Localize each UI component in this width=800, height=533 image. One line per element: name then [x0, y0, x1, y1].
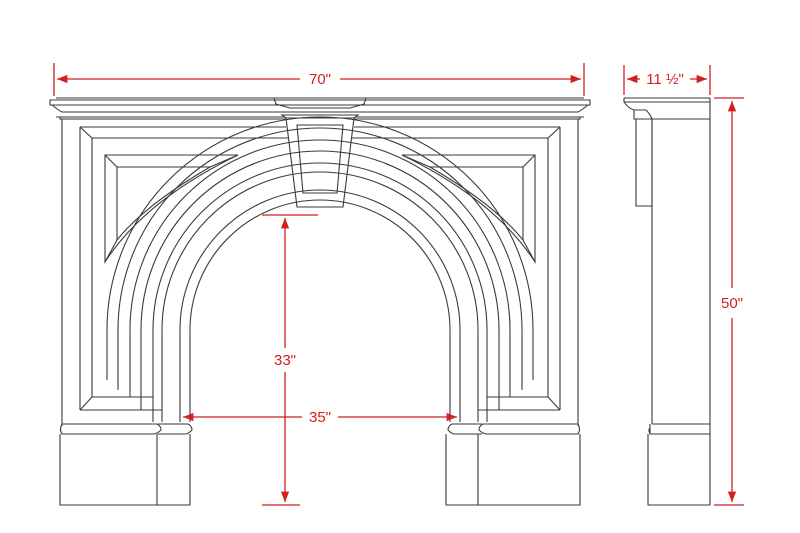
dim-side-depth: 11 ½"	[623, 65, 711, 95]
right-plinth	[445, 423, 581, 506]
dim-opening-width: 35"	[183, 409, 457, 426]
arch-mouldings	[106, 116, 534, 422]
keystone	[273, 97, 367, 208]
overall-width-label: 70"	[309, 71, 331, 88]
overall-height-label: 50"	[721, 295, 743, 312]
left-plinth	[59, 423, 193, 506]
dim-overall-width: 70"	[53, 63, 585, 96]
side-elevation	[623, 97, 711, 506]
frieze-frame	[61, 119, 579, 426]
left-spandrel	[104, 154, 239, 264]
opening-width-label: 35"	[309, 409, 331, 426]
right-spandrel	[401, 154, 536, 264]
opening-height-label: 33"	[274, 352, 296, 369]
front-elevation	[49, 97, 591, 506]
dim-overall-height: 50"	[714, 97, 744, 506]
side-depth-label: 11 ½"	[646, 71, 684, 88]
dim-opening-height: 33"	[262, 214, 318, 506]
